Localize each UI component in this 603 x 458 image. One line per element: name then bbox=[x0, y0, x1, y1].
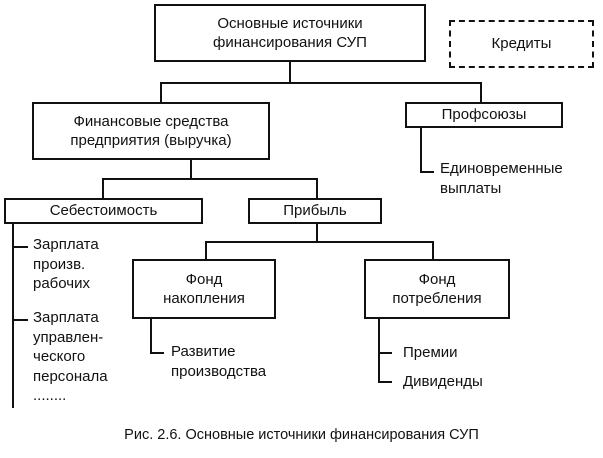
unions-label: Профсоюзы bbox=[441, 106, 527, 124]
funds-node-line1: Финансовые средства bbox=[73, 112, 229, 130]
one-time-payments-line2: выплаты bbox=[440, 179, 502, 197]
connector-unions-tick bbox=[420, 171, 434, 173]
connector-profit-down bbox=[316, 224, 318, 242]
connector-consumption-tick-1 bbox=[378, 352, 392, 354]
connector-cost-tick-2 bbox=[12, 319, 28, 321]
connector-to-consumption bbox=[432, 241, 434, 259]
cost-item-workers-line2: произв. bbox=[33, 255, 86, 273]
cost-label: Себестоимость bbox=[49, 202, 158, 220]
cost-item-management-line1: Зарплата bbox=[33, 309, 99, 326]
connector-funds-down bbox=[190, 160, 192, 179]
connector-to-profit bbox=[316, 178, 318, 198]
figure-caption: Рис. 2.6. Основные источники финансирова… bbox=[124, 427, 479, 443]
production-development-line1: Развитие bbox=[171, 343, 236, 360]
bonuses: Премии bbox=[403, 344, 458, 361]
connector-consumption-down bbox=[378, 319, 380, 382]
connector-level3-horizontal bbox=[205, 241, 434, 243]
connector-level1-horizontal bbox=[160, 82, 482, 84]
cost-item-workers-line3: рабочих bbox=[33, 275, 90, 292]
connector-cost-list-vertical bbox=[12, 222, 14, 408]
consumption-fund-node: Фонд потребления bbox=[364, 259, 510, 319]
unions-node: Профсоюзы bbox=[405, 102, 563, 128]
connector-to-funds bbox=[160, 82, 162, 102]
dividends: Дивиденды bbox=[403, 373, 483, 390]
root-node-line2: финансирования СУП bbox=[213, 34, 367, 51]
accumulation-fund-line2: накопления bbox=[163, 290, 245, 307]
cost-item-management-line2: управлен- bbox=[33, 328, 104, 346]
cost-item-management: Зарплата управлен-ческого персонала bbox=[33, 308, 108, 386]
cost-item-workers: Зарплата произв. рабочих bbox=[33, 235, 99, 294]
consumption-fund-line1: Фонд bbox=[418, 270, 456, 288]
cost-ellipsis: ........ bbox=[33, 387, 67, 404]
cost-item-management-line3: ческого bbox=[33, 348, 86, 365]
connector-to-accumulation bbox=[205, 241, 207, 259]
accumulation-fund-node: Фонд накопления bbox=[132, 259, 276, 319]
profit-label: Прибыль bbox=[283, 202, 347, 220]
cost-node: Себестоимость bbox=[4, 198, 203, 224]
connector-cost-tick-1 bbox=[12, 246, 28, 248]
connector-to-cost bbox=[102, 178, 104, 198]
connector-unions-down bbox=[420, 128, 422, 172]
root-node-line1: Основные источники bbox=[217, 14, 363, 32]
cost-item-management-line4: персонала bbox=[33, 367, 108, 385]
root-node: Основные источники финансирования СУП bbox=[154, 4, 426, 62]
consumption-fund-line2: потребления bbox=[392, 290, 482, 307]
connector-accumulation-down bbox=[150, 319, 152, 353]
credits-node: Кредиты bbox=[449, 20, 594, 68]
one-time-payments: Единовременные выплаты bbox=[440, 159, 563, 198]
profit-node: Прибыль bbox=[248, 198, 382, 224]
production-development: Развитие производства bbox=[171, 342, 266, 381]
credits-label: Кредиты bbox=[491, 35, 552, 53]
accumulation-fund-line1: Фонд bbox=[185, 270, 223, 288]
funds-node: Финансовые средства предприятия (выручка) bbox=[32, 102, 270, 160]
connector-accumulation-tick bbox=[150, 352, 164, 354]
one-time-payments-line1: Единовременные bbox=[440, 160, 563, 177]
connector-consumption-tick-2 bbox=[378, 381, 392, 383]
funds-node-line2: предприятия (выручка) bbox=[70, 132, 232, 149]
connector-level2-horizontal bbox=[102, 178, 318, 180]
connector-root-down bbox=[289, 62, 291, 83]
cost-item-workers-line1: Зарплата bbox=[33, 236, 99, 253]
production-development-line2: производства bbox=[171, 362, 267, 380]
connector-to-unions bbox=[480, 82, 482, 102]
